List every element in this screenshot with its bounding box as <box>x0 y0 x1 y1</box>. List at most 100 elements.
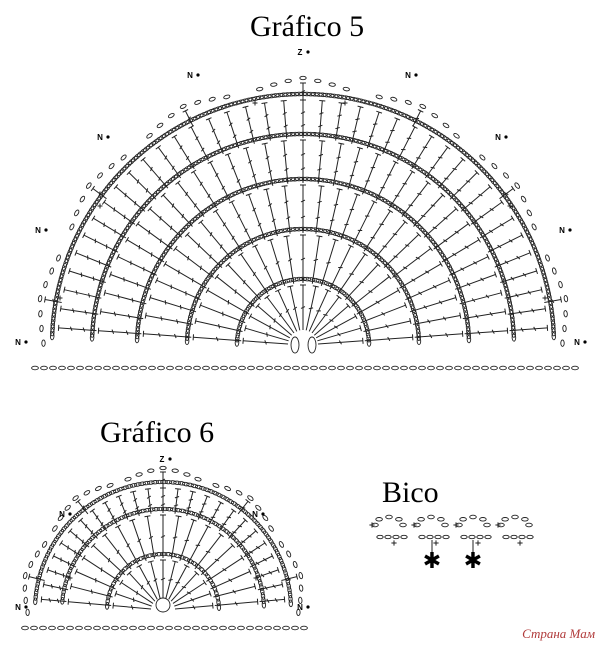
chain-stitch <box>288 595 293 603</box>
chain-stitch <box>414 320 420 329</box>
dc-stitch <box>236 530 257 548</box>
chain-stitch <box>472 219 479 227</box>
chain-stitch <box>228 625 236 631</box>
chain-stitch <box>314 132 323 137</box>
chain-stitch <box>129 560 136 566</box>
chain-stitch <box>383 106 392 112</box>
chain-stitch <box>345 294 353 301</box>
chain-stitch <box>409 217 416 224</box>
chain-stitch <box>412 118 421 124</box>
chain-stitch <box>310 132 319 137</box>
chain-stitch <box>337 365 345 371</box>
row-marker-label: N <box>187 71 193 80</box>
stitch-cap <box>207 160 214 164</box>
stitch-cap <box>223 110 230 114</box>
dc-stitch <box>441 239 480 263</box>
chain-stitch <box>234 503 242 510</box>
stitch-bar <box>271 218 276 223</box>
chain-stitch <box>183 165 191 172</box>
dc-stitch <box>363 210 391 252</box>
chain-stitch <box>356 307 363 315</box>
dc-stitch <box>118 496 129 520</box>
stitch-bar <box>335 127 340 130</box>
chain-stitch <box>267 93 276 99</box>
dc-stitch <box>388 171 413 209</box>
chain-stitch <box>60 525 67 533</box>
dc-stitch <box>317 140 323 184</box>
stitch-bar <box>146 495 152 499</box>
stitch-bar <box>323 314 328 316</box>
stitch-cap <box>140 157 146 162</box>
stitch-cap <box>264 294 270 300</box>
stitch-bar <box>504 192 509 196</box>
stitch-bar <box>257 222 262 227</box>
stitch-bar <box>443 239 448 243</box>
dc-stitch <box>347 147 361 190</box>
chain-stitch <box>549 308 555 317</box>
stitch-bar <box>240 540 246 544</box>
picot-chain <box>167 112 175 119</box>
stitch-cap <box>347 244 354 248</box>
chain-stitch <box>255 625 263 631</box>
chain-stitch <box>206 273 213 281</box>
chain-stitch <box>160 479 168 485</box>
stitch-bar <box>160 503 166 507</box>
chain-stitch <box>248 514 255 521</box>
chain-stitch <box>109 584 115 592</box>
stitch-bar <box>319 112 324 115</box>
chain-stitch <box>279 177 288 183</box>
chain-stitch <box>541 270 547 279</box>
chain-stitch <box>219 525 227 532</box>
stitch-cap <box>261 142 268 145</box>
chain-stitch <box>338 181 347 187</box>
chain-stitch <box>306 131 315 137</box>
chain-stitch <box>318 92 327 98</box>
dc-stitch <box>509 327 548 332</box>
marker-dot <box>306 605 310 609</box>
chain-stitch <box>505 290 511 299</box>
stitch-cap <box>416 231 422 237</box>
stitch-bar <box>308 307 314 310</box>
stitch-bar <box>92 276 95 281</box>
chain-stitch <box>259 135 268 141</box>
dc-stitch <box>264 143 274 186</box>
stitch-cap <box>58 540 64 546</box>
chain-stitch <box>129 625 137 631</box>
stitch-cap <box>27 573 31 580</box>
stitch-cap <box>409 317 412 325</box>
chain-stitch <box>181 225 189 232</box>
chain-stitch <box>95 290 101 299</box>
chain-stitch <box>103 264 109 273</box>
chain-stitch <box>355 365 363 371</box>
chain-stitch <box>117 486 125 492</box>
chain-stitch <box>60 592 66 601</box>
stitch-bar <box>113 311 116 317</box>
chain-stitch <box>111 625 119 631</box>
stitch-bar <box>274 597 278 603</box>
chain-stitch <box>252 136 260 142</box>
chain-stitch <box>201 279 208 288</box>
chain-stitch <box>419 122 428 128</box>
chain-stitch <box>426 534 434 540</box>
chain-stitch <box>149 141 157 148</box>
dc-stitch <box>399 263 442 289</box>
stitch-cap <box>476 236 481 243</box>
chain-stitch <box>464 311 469 320</box>
stitch-cap <box>212 208 219 214</box>
stitch-cap <box>67 528 73 534</box>
chain-stitch <box>264 625 272 631</box>
chart-6-title: Gráfico 6 <box>100 416 215 449</box>
chain-stitch <box>380 258 387 265</box>
dc-stitch <box>382 118 398 155</box>
stitch-bar <box>84 310 87 315</box>
chain-stitch <box>194 563 202 570</box>
stitch-cap <box>46 566 50 573</box>
stitch-cap <box>540 286 543 293</box>
dc-stitch <box>104 292 147 305</box>
stitch-bar <box>231 235 235 240</box>
stitch-cap <box>356 146 363 150</box>
stitch-bar <box>113 207 116 212</box>
chain-stitch <box>72 513 80 520</box>
chain-stitch <box>95 196 101 204</box>
chain-stitch <box>92 199 99 208</box>
